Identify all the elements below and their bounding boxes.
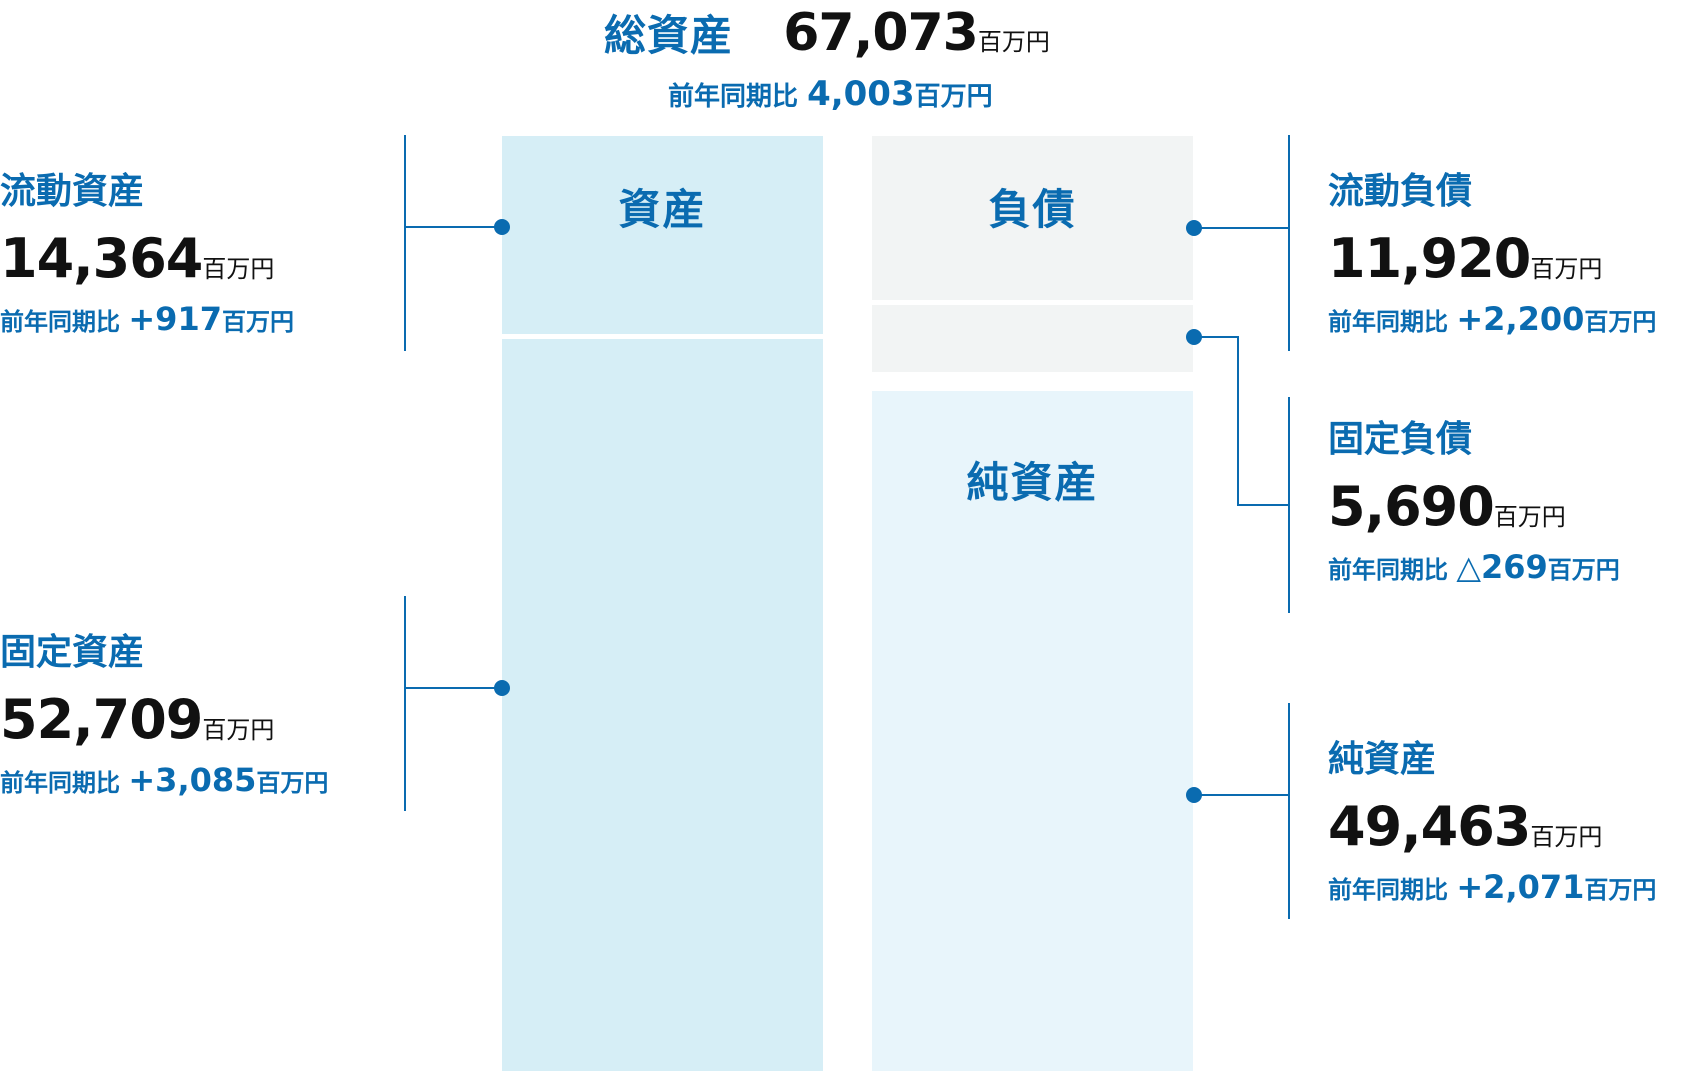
yoy-unit: 百万円	[1584, 876, 1657, 904]
liabilities-box-label: 負債	[988, 185, 1077, 234]
fixed-assets-connector	[404, 687, 502, 689]
yoy-unit: 百万円	[914, 82, 993, 112]
net-assets-label: 純資産	[1328, 739, 1437, 780]
current-liabilities-label: 流動負債	[1328, 171, 1473, 212]
fixed-liabilities-connector-a	[1194, 336, 1238, 338]
yoy-value: +2,200	[1456, 300, 1585, 338]
yoy-value: +3,085	[128, 761, 257, 799]
current-liabilities-value: 11,920	[1328, 227, 1531, 290]
fixed-liabilities-connector-b	[1237, 336, 1239, 506]
fixed-liabilities-amount: 5,690百万円	[1328, 480, 1620, 534]
total-assets-label: 総資産	[604, 11, 734, 60]
fixed-liabilities-bracket	[1288, 397, 1290, 613]
fixed-liabilities-label: 固定負債	[1328, 419, 1473, 460]
yoy-unit: 百万円	[221, 308, 294, 336]
current-liabilities-bracket	[1288, 135, 1290, 351]
current-liabilities-box: 負債	[872, 136, 1193, 300]
net-assets-yoy: 前年同期比 +2,071百万円	[1328, 868, 1656, 906]
fixed-assets-label: 固定資産	[0, 632, 145, 673]
current-liabilities-connector	[1194, 227, 1290, 229]
yoy-value: +917	[128, 300, 222, 338]
fixed-liabilities-yoy: 前年同期比 △269百万円	[1328, 548, 1620, 586]
yoy-label: 前年同期比	[1328, 556, 1448, 584]
fixed-assets-yoy: 前年同期比 +3,085百万円	[0, 761, 328, 799]
yoy-label: 前年同期比	[0, 769, 120, 797]
fixed-assets-amount: 52,709百万円	[0, 693, 328, 747]
fixed-liabilities-box	[872, 305, 1193, 372]
fixed-liabilities-unit: 百万円	[1493, 503, 1566, 531]
net-assets-connector	[1194, 794, 1290, 796]
total-assets-yoy: 前年同期比 4,003百万円	[668, 74, 993, 114]
total-assets-value: 67,073	[783, 3, 979, 63]
current-assets-label: 流動資産	[0, 171, 145, 212]
current-assets-value: 14,364	[0, 227, 203, 290]
yoy-value: 4,003	[807, 74, 915, 114]
fixed-assets-dot	[494, 680, 510, 696]
current-assets-yoy: 前年同期比 +917百万円	[0, 300, 294, 338]
yoy-label: 前年同期比	[0, 308, 120, 336]
yoy-value: +2,071	[1456, 868, 1585, 906]
current-assets-dot	[494, 219, 510, 235]
net-assets-box: 純資産	[872, 391, 1193, 1071]
current-assets-bracket	[404, 135, 406, 351]
yoy-label: 前年同期比	[1328, 308, 1448, 336]
current-assets-connector	[404, 226, 502, 228]
net-assets-dot	[1186, 787, 1202, 803]
yoy-label: 前年同期比	[1328, 876, 1448, 904]
fixed-assets-item: 固定資産 52,709百万円 前年同期比 +3,085百万円	[0, 623, 328, 799]
fixed-assets-value: 52,709	[0, 688, 203, 751]
yoy-unit: 百万円	[256, 769, 329, 797]
total-assets-title: 総資産 67,073百万円	[604, 2, 1050, 63]
yoy-label: 前年同期比	[668, 82, 799, 112]
net-assets-box-label: 純資産	[966, 458, 1099, 507]
current-assets-unit: 百万円	[202, 255, 275, 283]
net-assets-amount: 49,463百万円	[1328, 800, 1656, 854]
yoy-unit: 百万円	[1547, 556, 1620, 584]
fixed-liabilities-item: 固定負債 5,690百万円 前年同期比 △269百万円	[1328, 410, 1620, 586]
fixed-liabilities-connector-c	[1237, 504, 1289, 506]
current-liabilities-dot	[1186, 220, 1202, 236]
current-assets-amount: 14,364百万円	[0, 232, 294, 286]
yoy-value: △269	[1456, 548, 1548, 586]
fixed-liabilities-value: 5,690	[1328, 475, 1495, 538]
current-assets-item: 流動資産 14,364百万円 前年同期比 +917百万円	[0, 162, 294, 338]
yoy-unit: 百万円	[1584, 308, 1657, 336]
current-liabilities-item: 流動負債 11,920百万円 前年同期比 +2,200百万円	[1328, 162, 1656, 338]
assets-box-label: 資産	[618, 185, 707, 234]
fixed-assets-box	[502, 339, 823, 1071]
net-assets-unit: 百万円	[1530, 823, 1603, 851]
current-liabilities-amount: 11,920百万円	[1328, 232, 1656, 286]
current-liabilities-yoy: 前年同期比 +2,200百万円	[1328, 300, 1656, 338]
net-assets-item: 純資産 49,463百万円 前年同期比 +2,071百万円	[1328, 730, 1656, 906]
current-liabilities-unit: 百万円	[1530, 255, 1603, 283]
net-assets-value: 49,463	[1328, 795, 1531, 858]
current-assets-box: 資産	[502, 136, 823, 334]
fixed-assets-bracket	[404, 596, 406, 811]
total-assets-unit: 百万円	[977, 28, 1050, 56]
fixed-assets-unit: 百万円	[202, 716, 275, 744]
fixed-liabilities-dot	[1186, 329, 1202, 345]
net-assets-bracket	[1288, 703, 1290, 919]
